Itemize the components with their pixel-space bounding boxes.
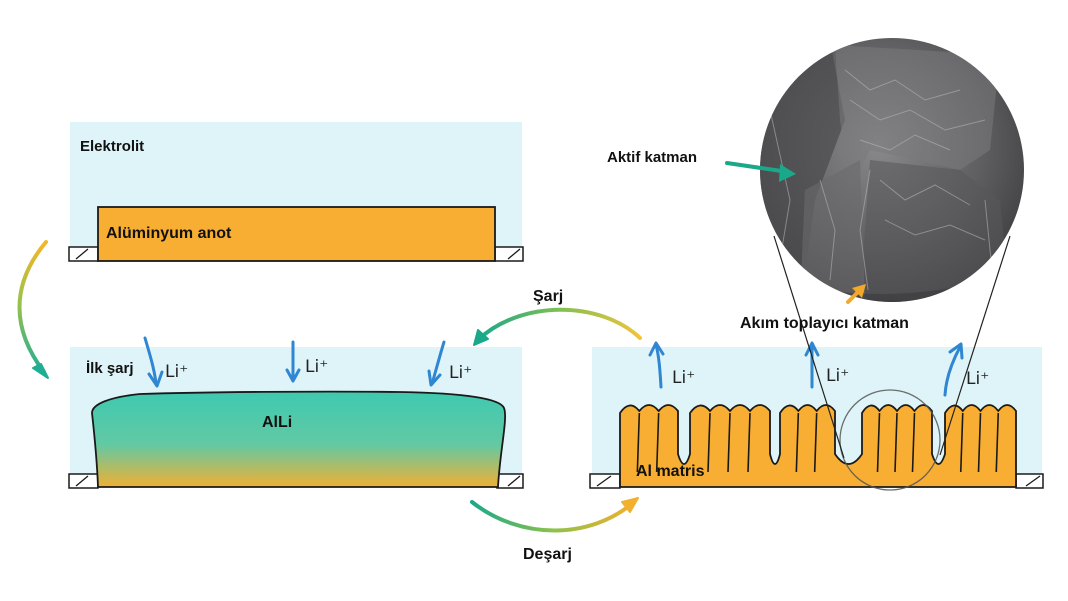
current-collector-left: [68, 246, 99, 262]
li-ion-arrow-in: [427, 340, 446, 387]
li-ion-arrow-out: [804, 341, 820, 389]
alli-label: AlLi: [262, 414, 292, 431]
discharge-arrow: [470, 497, 639, 533]
li-ion-arrow-in: [285, 340, 301, 383]
sem-inset: Aktif katman Akım toplayıcı katman: [607, 38, 1024, 332]
pillar-gap-line: [894, 412, 898, 473]
pillar-gap-line: [655, 412, 660, 473]
li-ion-label: Li⁺: [966, 369, 989, 389]
active-layer-label: Aktif katman: [607, 149, 697, 166]
panel-discharged: Al matris Li⁺ Li⁺ Li⁺: [589, 235, 1044, 491]
anode-label: Alüminyum anot: [106, 225, 232, 242]
collector-layer-arrow: [846, 284, 866, 304]
pillar-gap-line: [636, 412, 641, 473]
al-matrix-label: Al matris: [636, 463, 705, 480]
collector-layer-label: Akım toplayıcı katman: [740, 315, 909, 332]
current-collector-left: [68, 473, 99, 489]
current-collector-right: [494, 246, 524, 262]
li-ion-arrow-out: [648, 341, 665, 389]
electrolyte-label: Elektrolit: [80, 138, 144, 155]
current-collector-right: [496, 473, 524, 489]
pillar-gap-line: [995, 412, 1000, 473]
li-ion-label: Li⁺: [449, 363, 472, 383]
pillar-gap-line: [813, 412, 818, 473]
current-collector-right: [1015, 473, 1044, 489]
li-ion-label: Li⁺: [672, 368, 695, 388]
pillar-gap-line: [707, 412, 711, 473]
first-charge-label: İlk şarj: [86, 360, 134, 377]
al-matrix: [619, 404, 1017, 488]
active-layer-arrow: [725, 161, 796, 182]
pillar-gap-line: [747, 412, 751, 473]
pillar-lines: [636, 412, 1000, 473]
magnifier-line-right: [939, 235, 1011, 456]
magnifier-circle: [839, 389, 941, 491]
li-ion-label: Li⁺: [826, 366, 849, 386]
li-ion-arrow-in: [143, 336, 164, 388]
charge-arrow: [473, 307, 642, 346]
current-collector-left: [589, 473, 621, 489]
pillar-gap-line: [795, 412, 800, 473]
pillar-gap-line: [727, 412, 731, 473]
alli-alloy-layer: [91, 390, 506, 488]
aluminum-anode: [97, 206, 496, 262]
panel-initial: Elektrolit Alüminyum anot: [68, 122, 524, 262]
pillar-gap-line: [911, 412, 916, 473]
li-ion-label: Li⁺: [165, 362, 188, 382]
pillar-gap-line: [876, 412, 881, 473]
pillar-gap-line: [959, 412, 964, 473]
discharge-label: Deşarj: [523, 546, 572, 563]
first-charge-arrow: [17, 240, 49, 379]
li-ion-arrow-out: [943, 342, 964, 397]
panel-first-charge: AlLi İlk şarj Li⁺ Li⁺ Li⁺: [68, 336, 524, 489]
charge-label: Şarj: [533, 288, 563, 305]
magnifier-line-left: [773, 235, 845, 459]
li-ion-label: Li⁺: [305, 357, 328, 377]
pillar-gap-line: [977, 412, 982, 473]
